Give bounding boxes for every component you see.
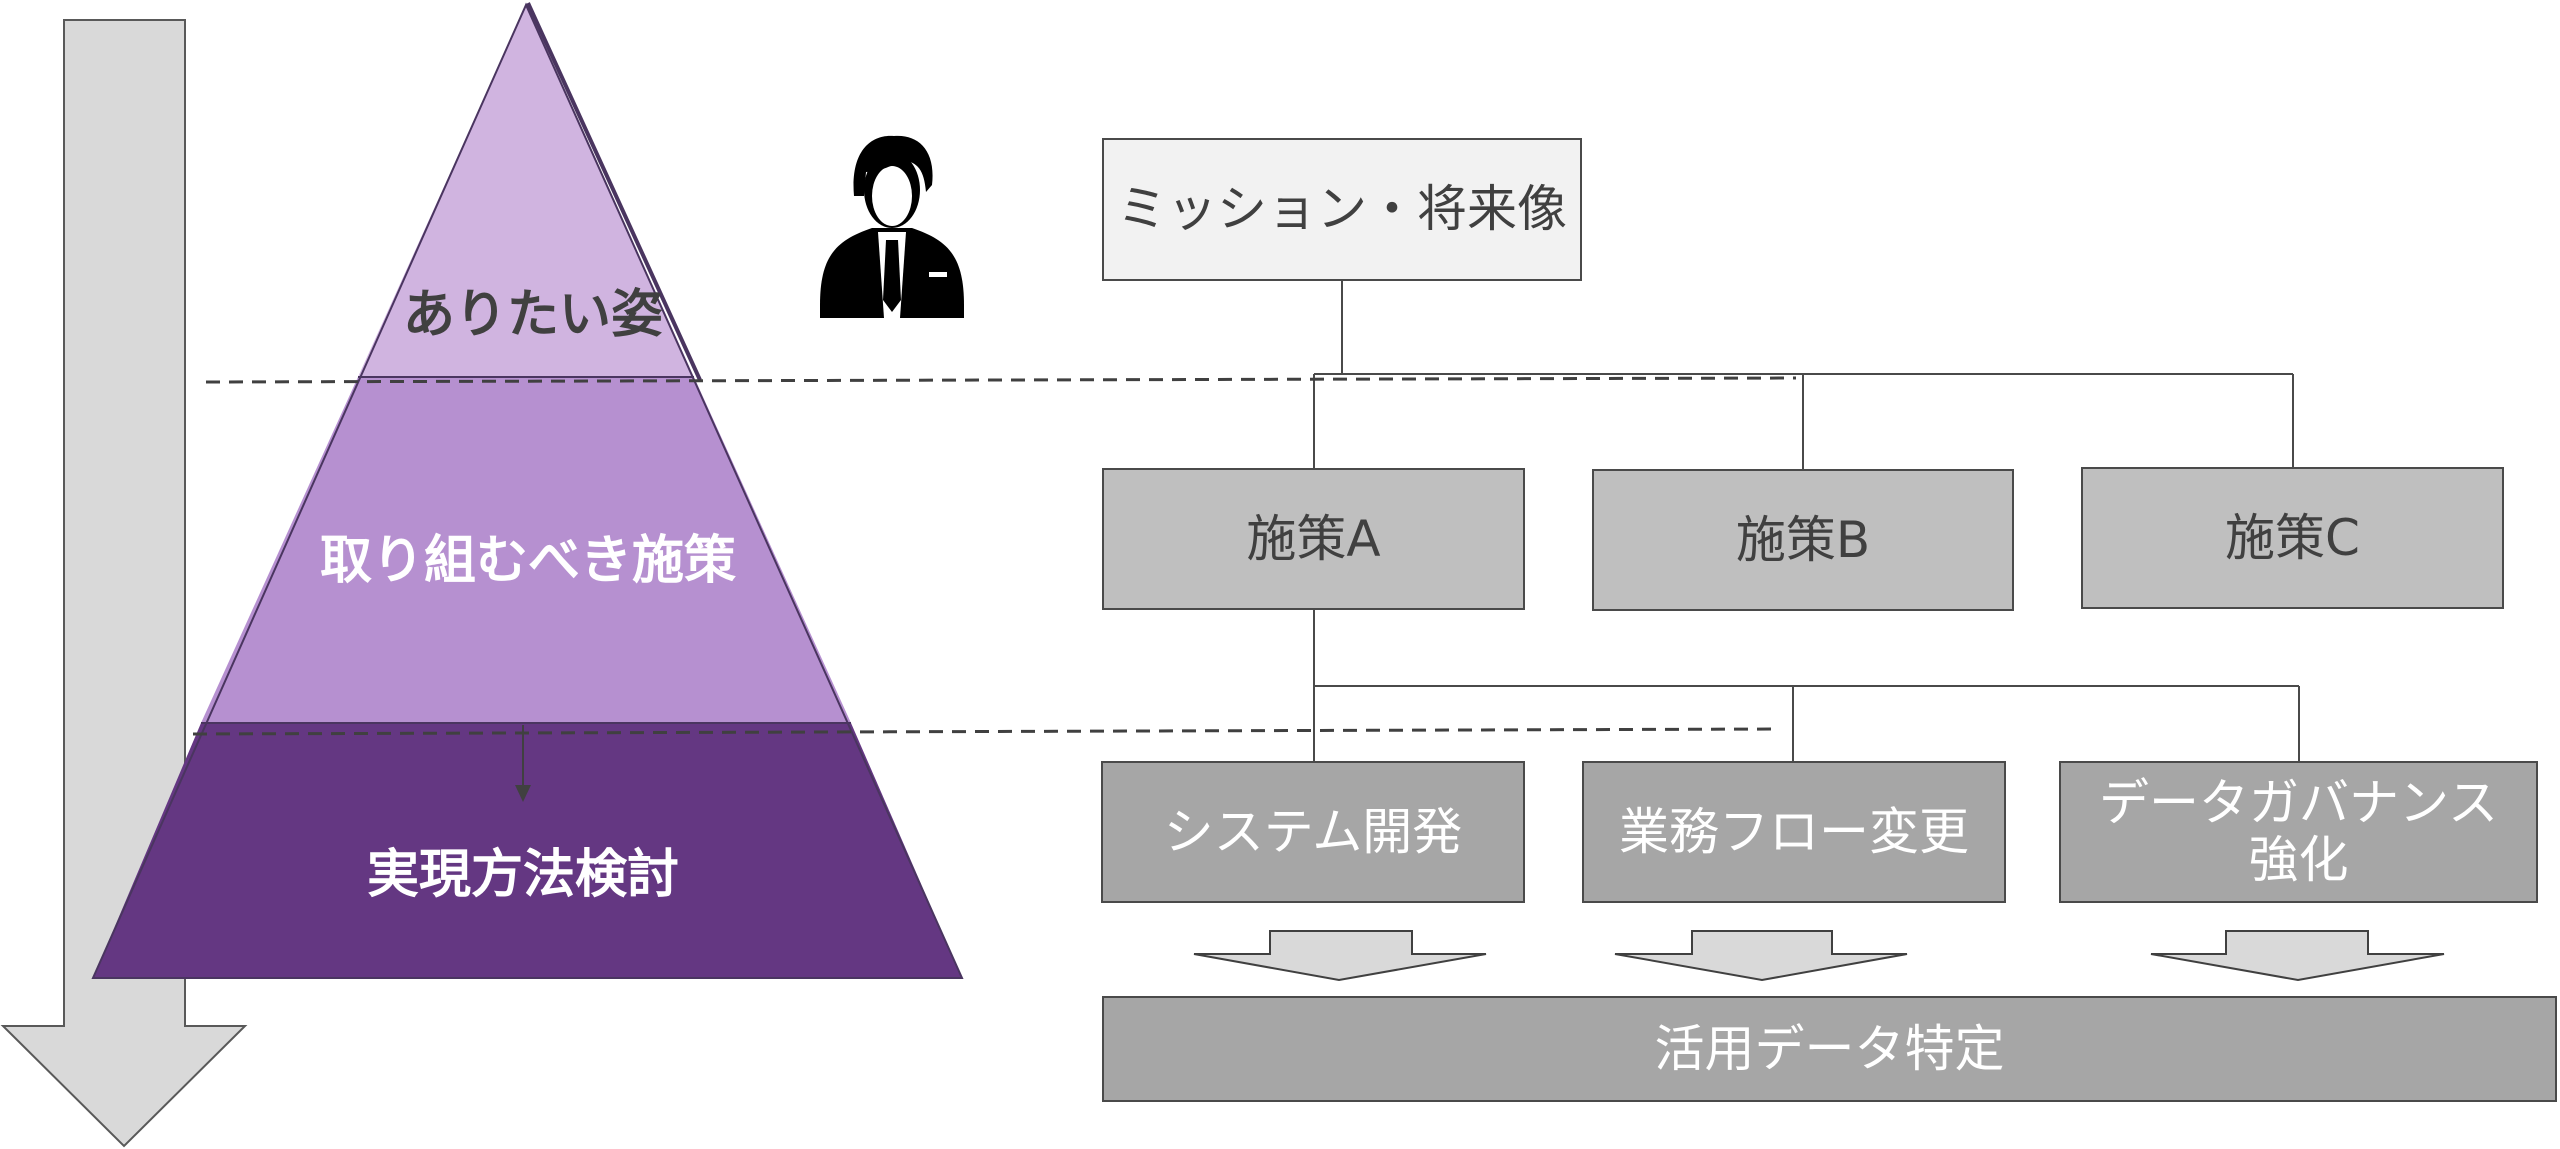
pyramid-label-middle: 取り組むべき施策 (319, 531, 736, 591)
pyramid-label-bottom: 実現方法検討 (366, 845, 679, 905)
method-workflow-change-box: 業務フロー変更 (1582, 761, 2006, 903)
mission-vision-label: ミッション・将来像 (1117, 180, 1567, 239)
measure-c-label: 施策C (2225, 508, 2360, 567)
arrow-down-icon (1193, 930, 1487, 982)
pyramid-layer-middle (201, 377, 851, 723)
method-system-dev-label: システム開発 (1163, 802, 1463, 861)
pyramid-layer-top (358, 5, 694, 377)
businessman-icon (820, 135, 964, 318)
measure-b-label: 施策B (1735, 510, 1871, 569)
tree-connectors (1313, 281, 2300, 761)
pyramid-outline (91, 2, 964, 979)
measure-c-box: 施策C (2081, 467, 2504, 609)
pyramid-layer-bottom (93, 723, 962, 978)
pyramid-edge (526, 2, 702, 381)
method-data-governance-box: データガバナンス 強化 (2059, 761, 2538, 903)
measure-b-box: 施策B (1592, 469, 2014, 611)
measure-a-label: 施策A (1246, 509, 1381, 568)
method-system-dev-box: システム開発 (1101, 761, 1525, 903)
mission-vision-box: ミッション・将来像 (1102, 138, 1582, 281)
small-arrow-head-icon (515, 785, 531, 802)
result-data-identification-label: 活用データ特定 (1654, 1019, 2005, 1078)
dashed-divider-upper (205, 376, 1797, 384)
method-data-governance-label: データガバナンス 強化 (2099, 773, 2498, 889)
measure-a-box: 施策A (1102, 468, 1525, 610)
arrow-down-icon (1614, 930, 1908, 982)
method-workflow-change-label: 業務フロー変更 (1619, 802, 1969, 861)
pyramid-label-top: ありたい姿 (402, 285, 663, 345)
result-data-identification-box: 活用データ特定 (1102, 996, 2557, 1102)
dashed-divider-lower (192, 727, 1781, 736)
arrow-down-icon (2150, 930, 2445, 982)
